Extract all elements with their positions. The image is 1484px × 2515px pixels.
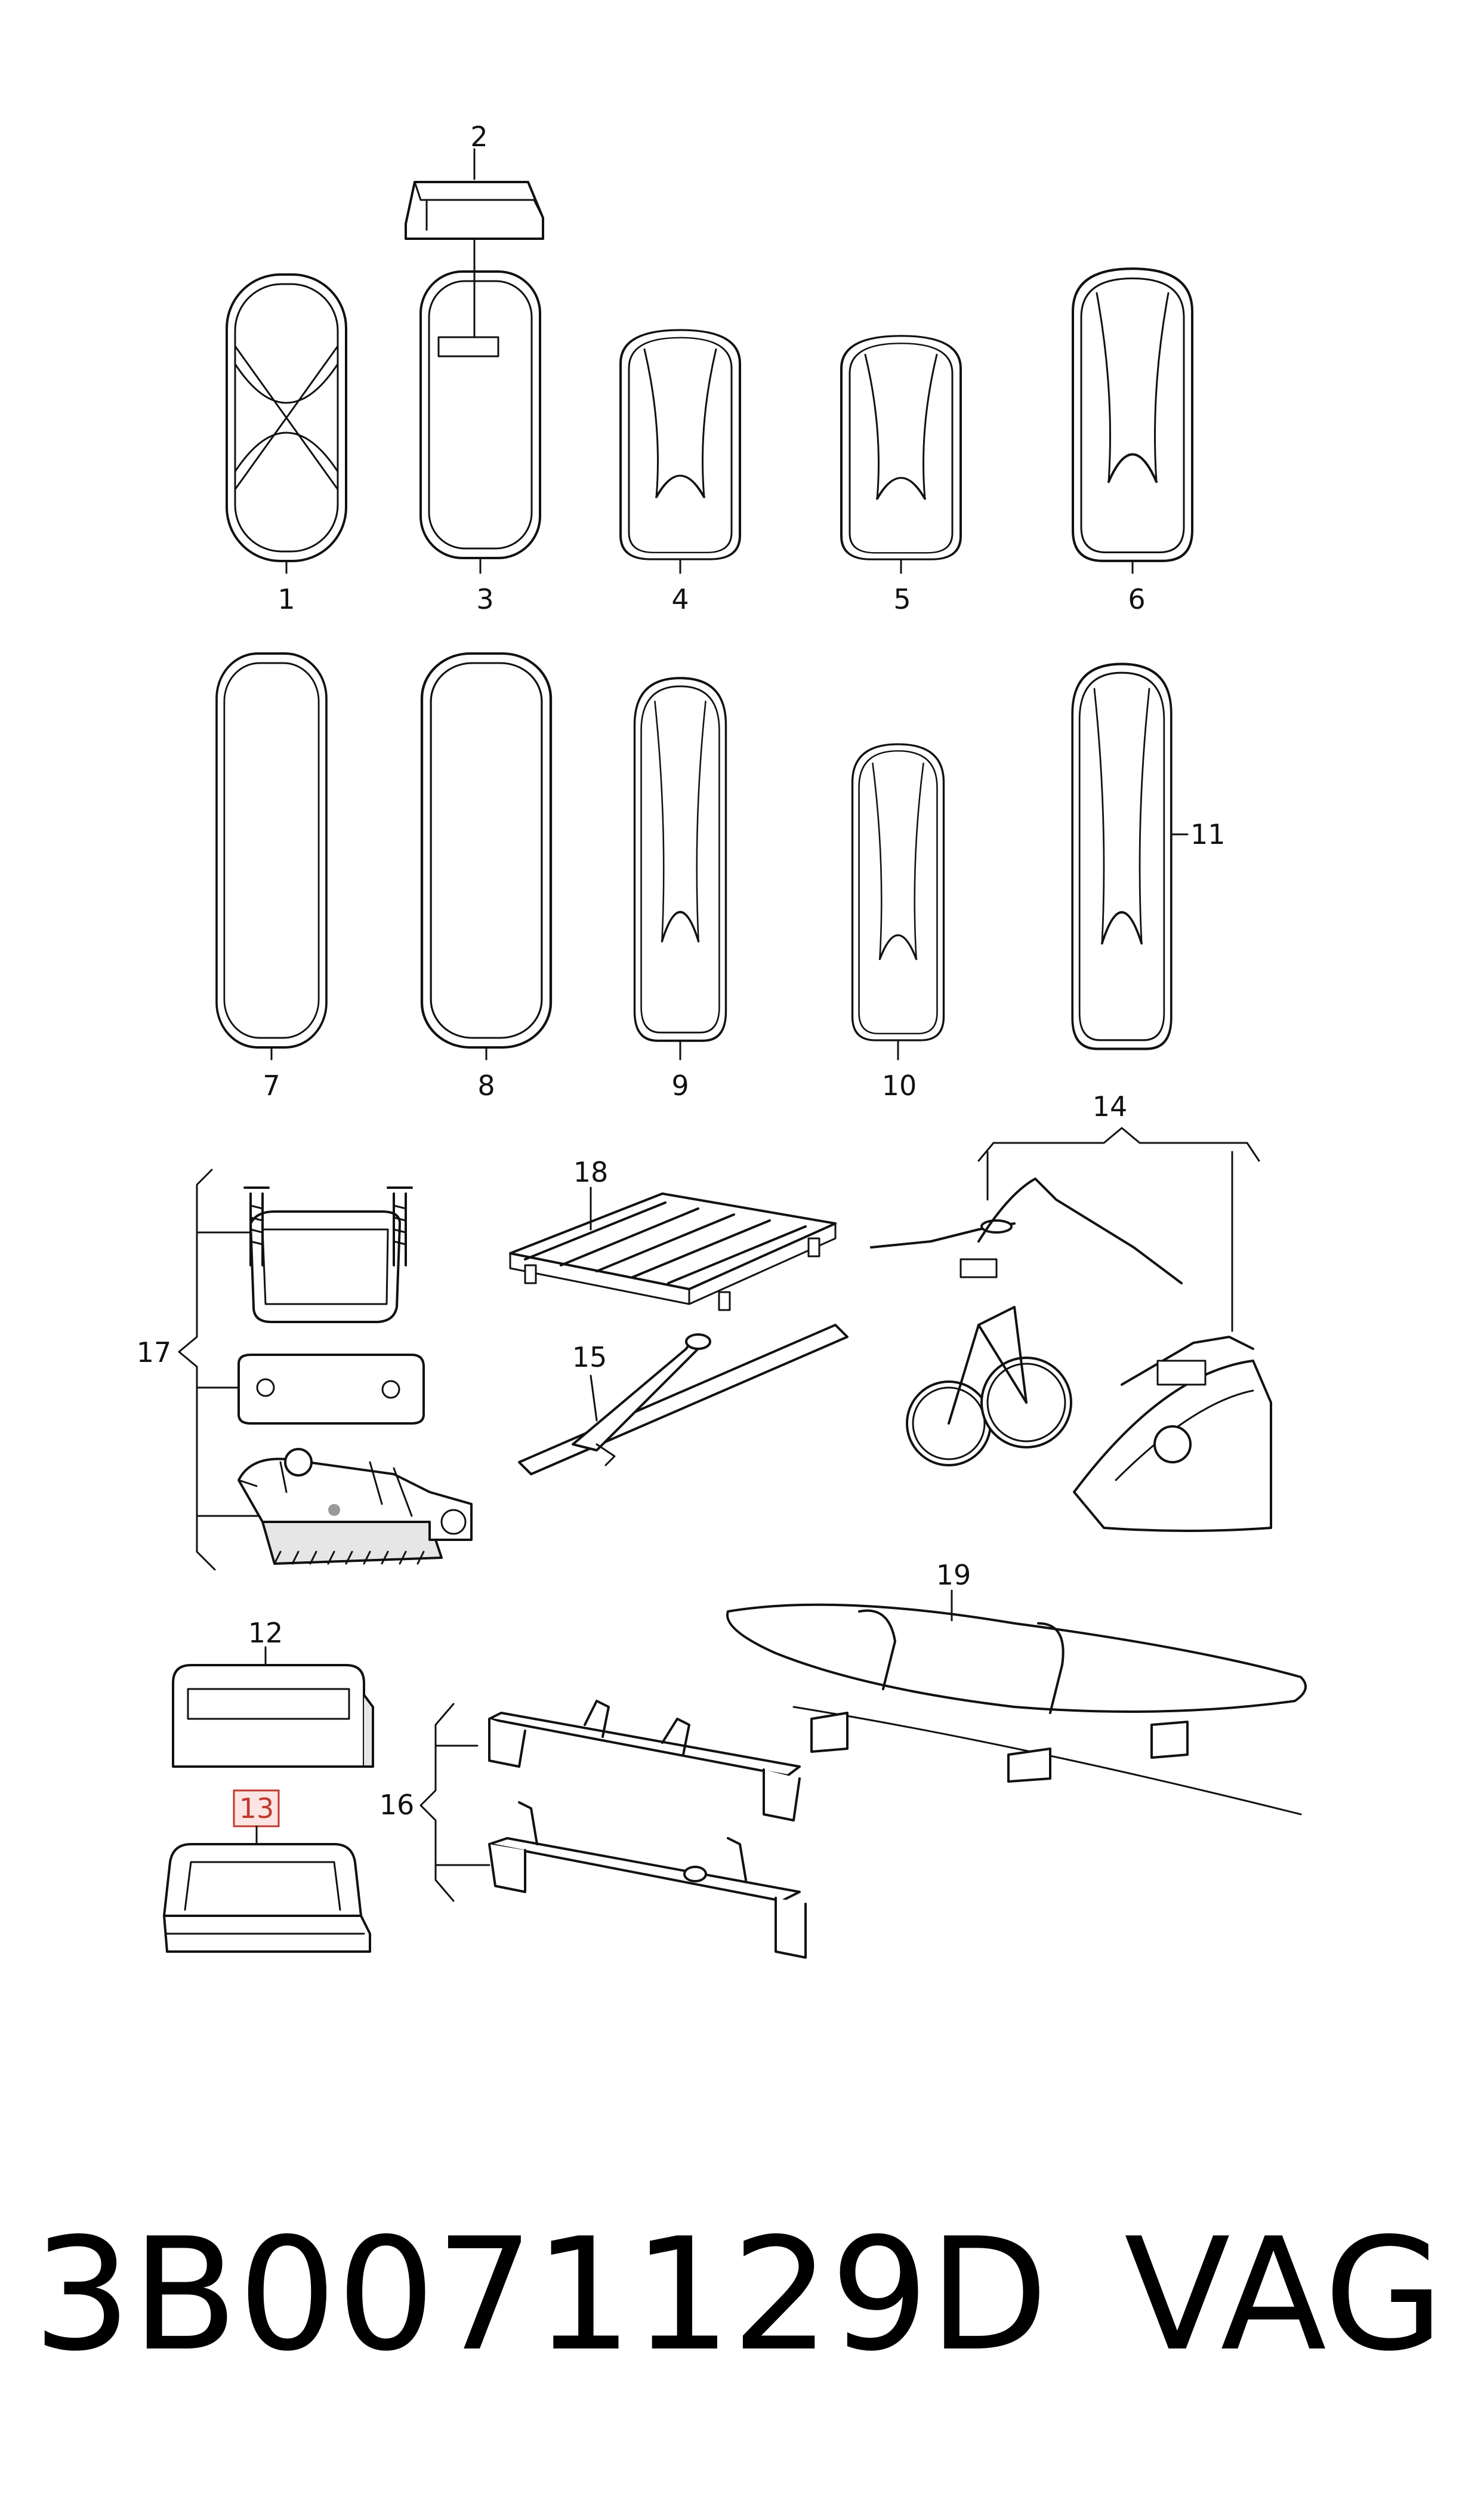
clamp-foot bbox=[237, 1448, 473, 1565]
leader-15 bbox=[590, 1374, 598, 1422]
roof-box-1 bbox=[226, 273, 347, 562]
callout-1: 1 bbox=[277, 583, 295, 615]
bike-carrier bbox=[870, 1178, 1272, 1532]
callout-10: 10 bbox=[882, 1070, 917, 1102]
callout-6: 6 bbox=[1128, 583, 1145, 615]
handle-part-2 bbox=[405, 181, 544, 240]
callout-16: 16 bbox=[380, 1789, 415, 1821]
ski-holder bbox=[518, 1324, 849, 1475]
roof-box-7 bbox=[215, 652, 328, 1049]
roof-box-11 bbox=[1072, 664, 1171, 1049]
callout-17: 17 bbox=[137, 1336, 172, 1369]
bracket-14 bbox=[977, 1127, 1260, 1162]
callout-9: 9 bbox=[671, 1070, 689, 1102]
u-bolt-clamp bbox=[243, 1186, 413, 1323]
callout-2: 2 bbox=[470, 121, 488, 153]
roof-box-4 bbox=[619, 329, 741, 560]
roof-box-10 bbox=[851, 743, 945, 1041]
callout-5: 5 bbox=[893, 583, 911, 615]
callout-18: 18 bbox=[573, 1156, 609, 1188]
callout-13: 13 bbox=[239, 1792, 274, 1824]
callout-8: 8 bbox=[477, 1070, 495, 1102]
brand-name: VAG bbox=[1124, 2205, 1444, 2385]
frame-handle-part-13 bbox=[163, 1843, 371, 1953]
kayak-carrier bbox=[726, 1603, 1307, 1816]
callout-7: 7 bbox=[263, 1070, 280, 1102]
handle-part-12 bbox=[172, 1664, 374, 1768]
callout-14: 14 bbox=[1093, 1090, 1128, 1123]
pad-plate bbox=[237, 1354, 425, 1425]
callout-4: 4 bbox=[671, 583, 689, 615]
roof-box-5 bbox=[840, 334, 962, 561]
part-number: 3B0071129D bbox=[33, 2205, 1048, 2385]
luggage-rack bbox=[509, 1192, 837, 1311]
callout-15: 15 bbox=[572, 1341, 607, 1373]
roof-box-3 bbox=[419, 270, 541, 559]
roof-box-9 bbox=[633, 677, 727, 1042]
bracket-17 bbox=[178, 1169, 216, 1571]
roof-box-6 bbox=[1073, 269, 1192, 561]
callout-13-box bbox=[233, 1789, 280, 1827]
cross-bars bbox=[488, 1700, 807, 1959]
callout-12: 12 bbox=[248, 1617, 283, 1649]
box-3-label-plate bbox=[437, 336, 499, 357]
callout-11: 11 bbox=[1190, 818, 1226, 850]
bracket-16 bbox=[419, 1703, 455, 1902]
callout-3: 3 bbox=[476, 583, 493, 615]
roof-box-8 bbox=[422, 654, 551, 1047]
callout-19: 19 bbox=[936, 1559, 971, 1591]
